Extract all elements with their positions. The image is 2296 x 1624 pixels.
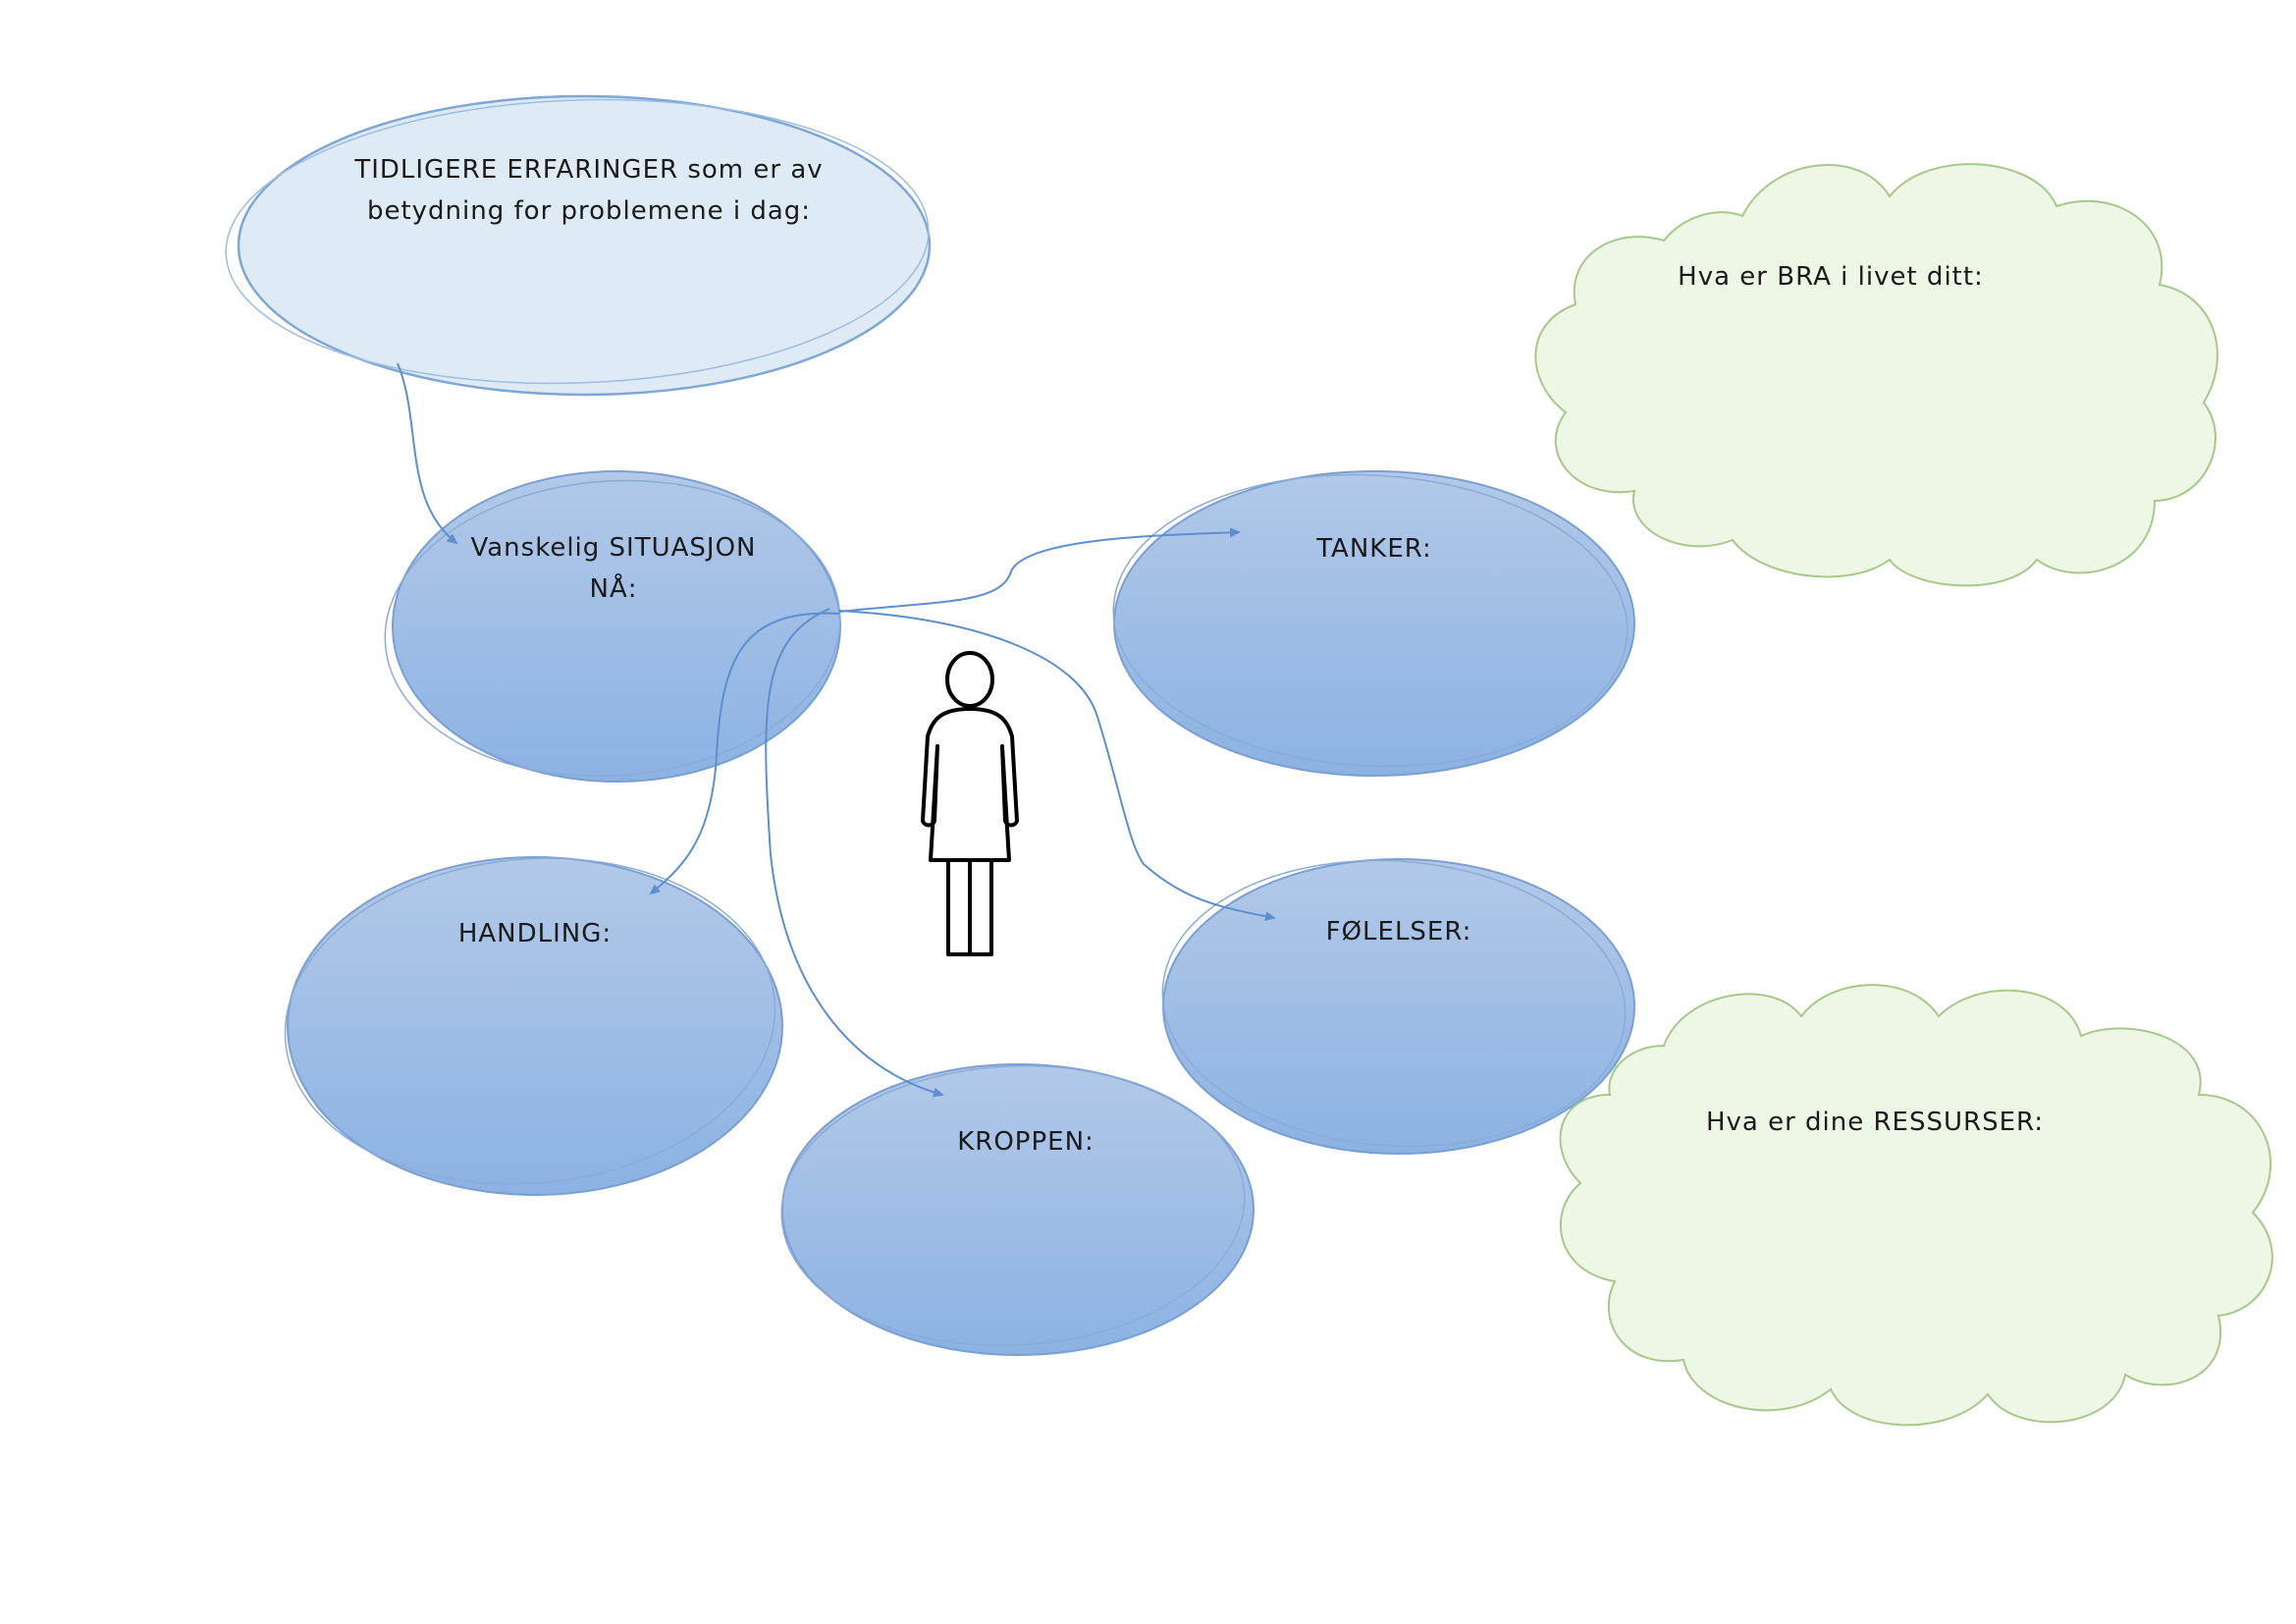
past-experiences-label: TIDLIGERE ERFARINGER som er av betydning…: [354, 155, 824, 226]
arrows: [397, 362, 1276, 1098]
arrow-past-to-situation: [397, 362, 458, 545]
feelings-node: [1161, 858, 1635, 1155]
body-label: KROPPEN:: [957, 1127, 1095, 1157]
past-experiences-bubble: [225, 94, 932, 397]
cloud-good: [1534, 163, 2218, 587]
arrow-situation-to-action: [649, 612, 840, 895]
person-icon: [921, 651, 1019, 956]
cloud-good-label: Hva er BRA i livet ditt:: [1678, 262, 1984, 292]
arrow-situation-to-body: [765, 608, 944, 1098]
action-label: HANDLING:: [457, 919, 613, 948]
cloud-resources: [1559, 984, 2273, 1427]
arrow-situation-to-thoughts: [838, 527, 1241, 613]
body-node: [780, 1063, 1255, 1356]
thoughts-node: [1112, 470, 1635, 777]
situation-label: Vanskelig SITUASJON NÅ:: [470, 533, 757, 604]
situation-node: [384, 470, 841, 783]
arrow-situation-to-feelings: [838, 610, 1276, 922]
feelings-label: FØLELSER:: [1325, 917, 1472, 947]
action-node: [284, 856, 783, 1196]
thoughts-label: TANKER:: [1316, 534, 1432, 564]
cloud-resources-label: Hva er dine RESSURSER:: [1705, 1108, 2045, 1137]
